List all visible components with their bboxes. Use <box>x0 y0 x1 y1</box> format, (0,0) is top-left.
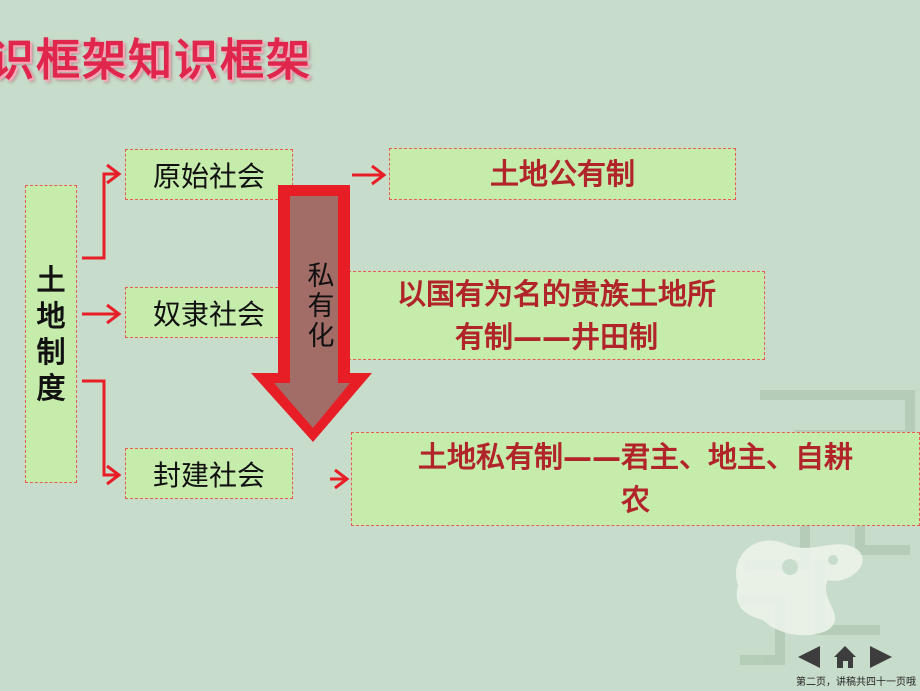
privatization-label: 私 有 化 <box>306 262 336 352</box>
stage-box-feudal: 封建社会 <box>125 448 293 499</box>
root-char: 土 <box>36 263 66 297</box>
root-char: 地 <box>36 299 66 333</box>
page-title: 识框架知识框架 <box>0 35 312 86</box>
stage-label: 奴隶社会 <box>152 297 265 331</box>
root-concept-box: 土 地 制 度 <box>25 185 77 483</box>
result-box-well-field: 以国有为名的贵族土地所 有制——井田制 <box>348 271 765 360</box>
stage-label: 原始社会 <box>152 159 265 193</box>
result-text: 土地公有制 <box>489 156 635 191</box>
arrow-char: 私 <box>307 261 335 292</box>
result-text: 土地私有制——君主、地主、自耕 <box>417 440 853 474</box>
result-text: 农 <box>620 483 650 517</box>
root-char: 制 <box>36 335 66 369</box>
triangle-right-icon <box>870 646 892 668</box>
stage-box-slave: 奴隶社会 <box>125 287 293 338</box>
stage-box-primitive: 原始社会 <box>125 149 293 200</box>
arrow-char: 化 <box>307 321 335 352</box>
result-box-public-ownership: 土地公有制 <box>389 148 736 200</box>
next-slide-button[interactable] <box>868 644 894 670</box>
result-text: 以国有为名的贵族土地所 <box>396 276 716 311</box>
prev-slide-button[interactable] <box>796 644 822 670</box>
result-box-private-ownership: 土地私有制——君主、地主、自耕 农 <box>351 432 920 526</box>
slide-footer: 第二页，讲稿共四十一页哦 <box>796 677 916 688</box>
root-char: 度 <box>36 371 66 405</box>
dragon-ornament-icon <box>736 540 863 636</box>
arrow-char: 有 <box>307 291 335 322</box>
home-button[interactable] <box>832 644 858 670</box>
triangle-left-icon <box>798 646 820 668</box>
result-text: 有制——井田制 <box>454 319 658 354</box>
stage-label: 封建社会 <box>152 458 265 492</box>
